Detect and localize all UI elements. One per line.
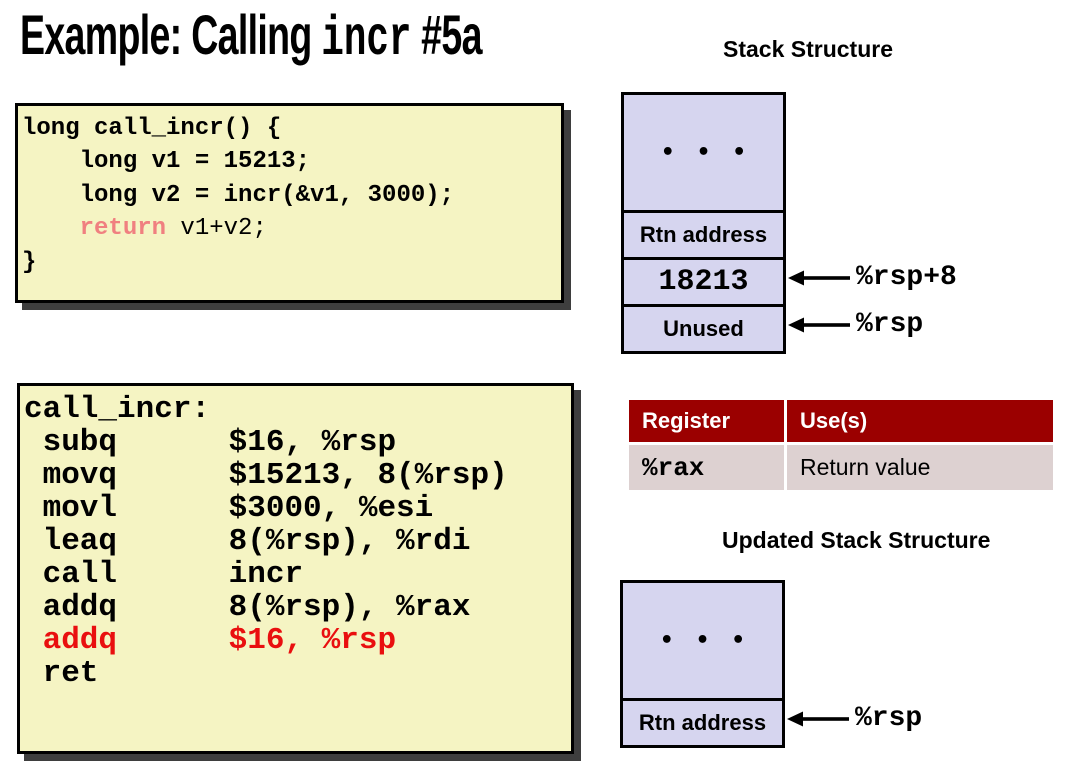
stack-cell: 18213	[624, 257, 783, 304]
slide-title: Example: Calling incr #5a	[20, 2, 482, 71]
register-table-cell-rax: %rax	[629, 445, 784, 490]
code-line: long v1 = 15213;	[22, 145, 561, 178]
code-segment: subq $16, %rsp	[24, 425, 397, 460]
c-code-box: long call_incr() { long v1 = 15213; long…	[15, 103, 564, 303]
stack-structure-title: Stack Structure	[723, 36, 894, 62]
code-segment: v1+v2;	[166, 215, 267, 243]
register-table: Register Use(s) %rax Return value	[629, 400, 1053, 490]
rsp-pointer: %rsp	[787, 703, 923, 734]
stack-cell: Unused	[624, 304, 783, 351]
stack-cell-dots: • • •	[659, 628, 753, 653]
code-segment: long v2 = incr(&v1, 3000);	[22, 181, 455, 209]
code-segment	[22, 215, 80, 242]
code-line: call incr	[24, 558, 571, 591]
code-segment: movl $3000, %esi	[24, 491, 434, 526]
rsp-pointer: %rsp	[788, 309, 924, 340]
left-arrow-icon	[788, 317, 850, 332]
code-segment: addq 8(%rsp), %rax	[24, 590, 471, 625]
code-segment: call incr	[24, 557, 304, 592]
updated-stack-structure-diagram: • • • Rtn address	[620, 580, 785, 748]
code-line: movl $3000, %esi	[24, 492, 571, 525]
code-segment: addq $16, %rsp	[24, 623, 397, 658]
slide-title-prefix: Example: Calling	[20, 3, 322, 66]
code-segment: call_incr:	[24, 392, 211, 427]
code-line: addq 8(%rsp), %rax	[24, 591, 571, 624]
left-arrow-icon	[788, 270, 850, 285]
stack-cell-dots: • • •	[660, 140, 754, 165]
stack-cell: Rtn address	[624, 210, 783, 257]
code-segment: long v1 = 15213;	[22, 148, 311, 176]
code-line: leaq 8(%rsp), %rdi	[24, 525, 571, 558]
c-code-listing: long call_incr() { long v1 = 15213; long…	[22, 112, 561, 279]
code-line: call_incr:	[24, 393, 571, 426]
left-arrow-icon	[787, 711, 849, 726]
code-segment: ret	[24, 656, 99, 691]
slide-title-incr: incr	[321, 7, 412, 71]
register-table-cell-return-value: Return value	[787, 445, 1053, 490]
code-line: subq $16, %rsp	[24, 426, 571, 459]
asm-code-listing: call_incr: subq $16, %rsp movq $15213, 8…	[24, 393, 571, 690]
code-segment: }	[22, 248, 37, 276]
code-line: addq $16, %rsp	[24, 624, 571, 657]
stack-cell: Rtn address	[623, 698, 782, 745]
rsp-pointer-label: %rsp+8	[856, 262, 957, 293]
code-line: return v1+v2;	[22, 212, 561, 245]
code-segment: long call_incr() {	[22, 115, 282, 142]
updated-stack-structure-title: Updated Stack Structure	[722, 527, 991, 553]
code-line: movq $15213, 8(%rsp)	[24, 459, 571, 492]
rsp-pointer-label: %rsp	[855, 703, 923, 734]
code-line: }	[22, 246, 561, 279]
slide-title-suffix: #5a	[411, 3, 482, 66]
code-line: long call_incr() {	[22, 112, 561, 145]
register-table-header-uses: Use(s)	[787, 400, 1053, 442]
code-segment: return	[79, 215, 167, 243]
code-line: ret	[24, 657, 571, 690]
rsp-pointer-label: %rsp	[856, 309, 924, 340]
code-segment: leaq 8(%rsp), %rdi	[24, 524, 471, 559]
register-table-header-register: Register	[629, 400, 784, 442]
code-line: long v2 = incr(&v1, 3000);	[22, 179, 561, 212]
asm-code-box: call_incr: subq $16, %rsp movq $15213, 8…	[17, 383, 574, 754]
code-segment: movq $15213, 8(%rsp)	[24, 458, 508, 493]
rsp-pointer: %rsp+8	[788, 262, 957, 293]
